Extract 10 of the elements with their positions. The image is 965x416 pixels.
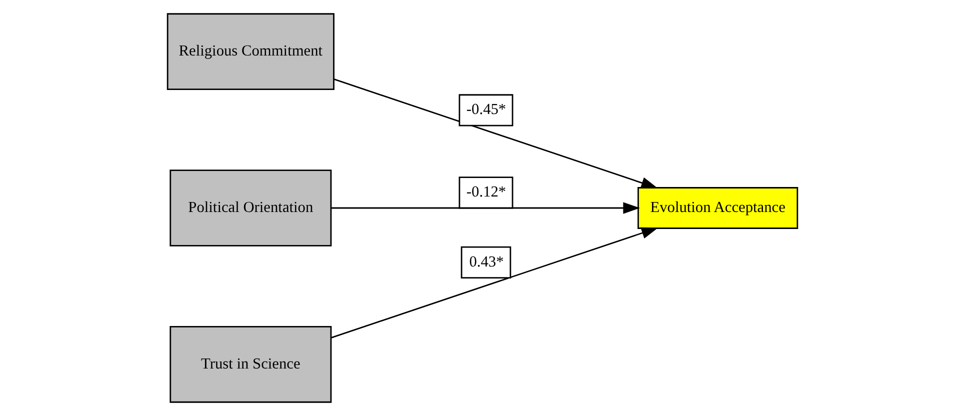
arrow <box>331 202 640 214</box>
node-box: Political Orientation <box>170 170 332 246</box>
node-box: Trust in Science <box>170 326 332 403</box>
node-box: Religious Commitment <box>166 13 334 90</box>
arrow <box>331 227 658 338</box>
edge-label: -0.12* <box>466 184 506 201</box>
node-box: Evolution Acceptance <box>638 187 798 229</box>
edge-label: -0.45* <box>466 101 506 118</box>
arrow <box>334 78 658 189</box>
edge-label: 0.43* <box>469 253 504 270</box>
